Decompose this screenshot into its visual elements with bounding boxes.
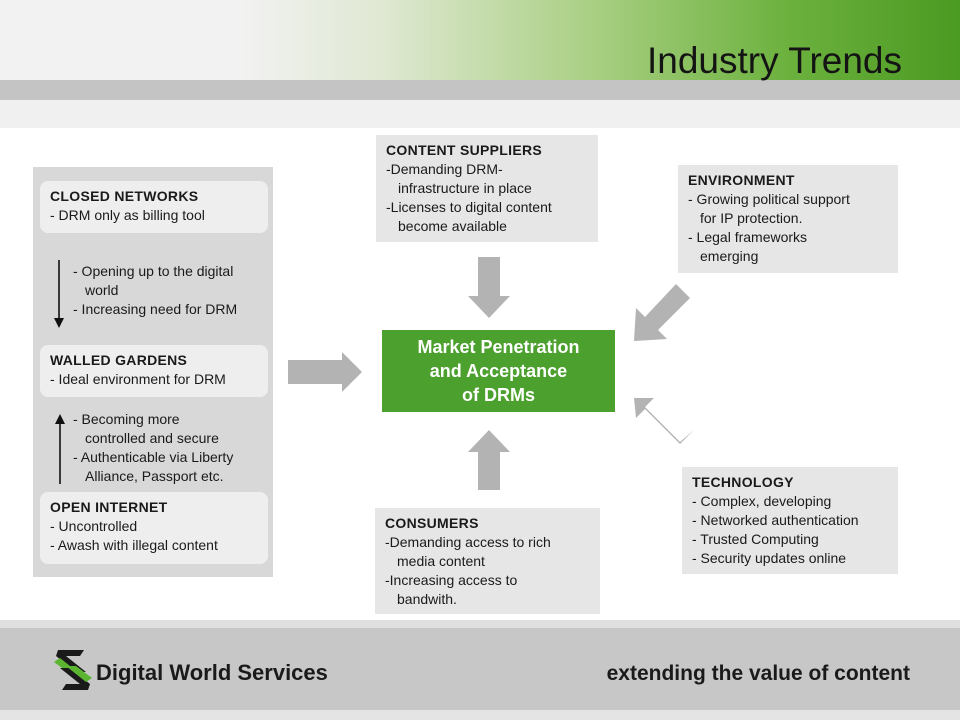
consumers-line3: -Increasing access to <box>385 572 518 588</box>
content-suppliers-line4: become available <box>398 218 507 234</box>
technology-line1: - Complex, developing <box>692 493 832 509</box>
arrow-up-left-icon <box>634 398 694 444</box>
consumers-heading: CONSUMERS <box>385 515 479 531</box>
footer-bottom-strip <box>0 710 960 720</box>
open-internet-line2: - Awash with illegal content <box>50 537 218 553</box>
closed-networks-heading: CLOSED NETWORKS <box>50 188 199 204</box>
environment-line1: - Growing political support <box>688 191 850 207</box>
technology-box: TECHNOLOGY - Complex, developing - Netwo… <box>682 467 898 574</box>
header-gradient <box>0 0 960 80</box>
open-internet-line1: - Uncontrolled <box>50 518 138 534</box>
note-opening-line2: world <box>85 282 119 298</box>
environment-box: ENVIRONMENT - Growing political support … <box>678 165 898 273</box>
arrow-up-icon <box>468 430 510 490</box>
center-line3: of DRMs <box>462 385 535 405</box>
arrow-down-icon <box>468 257 510 318</box>
note-becoming-more: - Becoming more controlled and secure - … <box>73 410 268 486</box>
content-top-band <box>0 100 960 128</box>
note-opening-line3: - Increasing need for DRM <box>73 301 238 317</box>
footer-rule <box>0 620 960 628</box>
footer-band <box>0 628 960 710</box>
environment-heading: ENVIRONMENT <box>688 172 795 188</box>
technology-line2: - Networked authentication <box>692 512 859 528</box>
environment-line4: emerging <box>700 248 759 264</box>
center-line2: and Acceptance <box>429 361 568 381</box>
closed-networks-box: CLOSED NETWORKS - DRM only as billing to… <box>40 181 268 233</box>
consumers-line1: -Demanding access to rich <box>385 534 551 550</box>
content-suppliers-line3: -Licenses to digital content <box>386 199 552 215</box>
note-becoming-line1: - Becoming more <box>73 411 180 427</box>
content-suppliers-line2: infrastructure in place <box>398 180 532 196</box>
center-line1: Market Penetration <box>417 337 580 357</box>
walled-gardens-box: WALLED GARDENS - Ideal environment for D… <box>40 345 268 397</box>
walled-gardens-heading: WALLED GARDENS <box>50 352 188 368</box>
open-internet-heading: OPEN INTERNET <box>50 499 168 515</box>
note-becoming-line4: Alliance, Passport etc. <box>85 468 224 484</box>
down-arrow-icon <box>54 260 64 328</box>
up-arrow-icon <box>55 414 65 484</box>
tagline: extending the value of content <box>606 662 910 685</box>
content-suppliers-heading: CONTENT SUPPLIERS <box>386 142 543 158</box>
header-band <box>0 80 960 100</box>
arrow-down-left-icon <box>634 284 690 341</box>
note-opening-up: - Opening up to the digital world - Incr… <box>73 262 268 319</box>
walled-gardens-line: - Ideal environment for DRM <box>50 371 226 387</box>
note-becoming-line3: - Authenticable via Liberty <box>73 449 234 465</box>
content-suppliers-line1: -Demanding DRM- <box>386 161 503 177</box>
closed-networks-line: - DRM only as billing tool <box>50 207 205 223</box>
consumers-line2: media content <box>397 553 485 569</box>
brand-name: Digital World Services <box>96 660 328 685</box>
arrow-right-icon <box>288 352 362 392</box>
consumers-line4: bandwith. <box>397 591 457 607</box>
note-becoming-line2: controlled and secure <box>85 430 219 446</box>
note-opening-line1: - Opening up to the digital <box>73 263 234 279</box>
market-penetration-box: Market Penetration and Acceptance of DRM… <box>382 330 615 412</box>
content-suppliers-box: CONTENT SUPPLIERS -Demanding DRM- infras… <box>376 135 598 242</box>
open-internet-box: OPEN INTERNET - Uncontrolled - Awash wit… <box>40 492 268 564</box>
page-title: Industry Trends <box>646 40 902 81</box>
environment-line3: - Legal frameworks <box>688 229 808 245</box>
consumers-box: CONSUMERS -Demanding access to rich medi… <box>375 508 600 614</box>
technology-line3: - Trusted Computing <box>692 531 819 547</box>
technology-heading: TECHNOLOGY <box>692 474 794 490</box>
technology-line4: - Security updates online <box>692 550 847 566</box>
dws-logo-icon <box>54 650 92 690</box>
environment-line2: for IP protection. <box>700 210 803 226</box>
